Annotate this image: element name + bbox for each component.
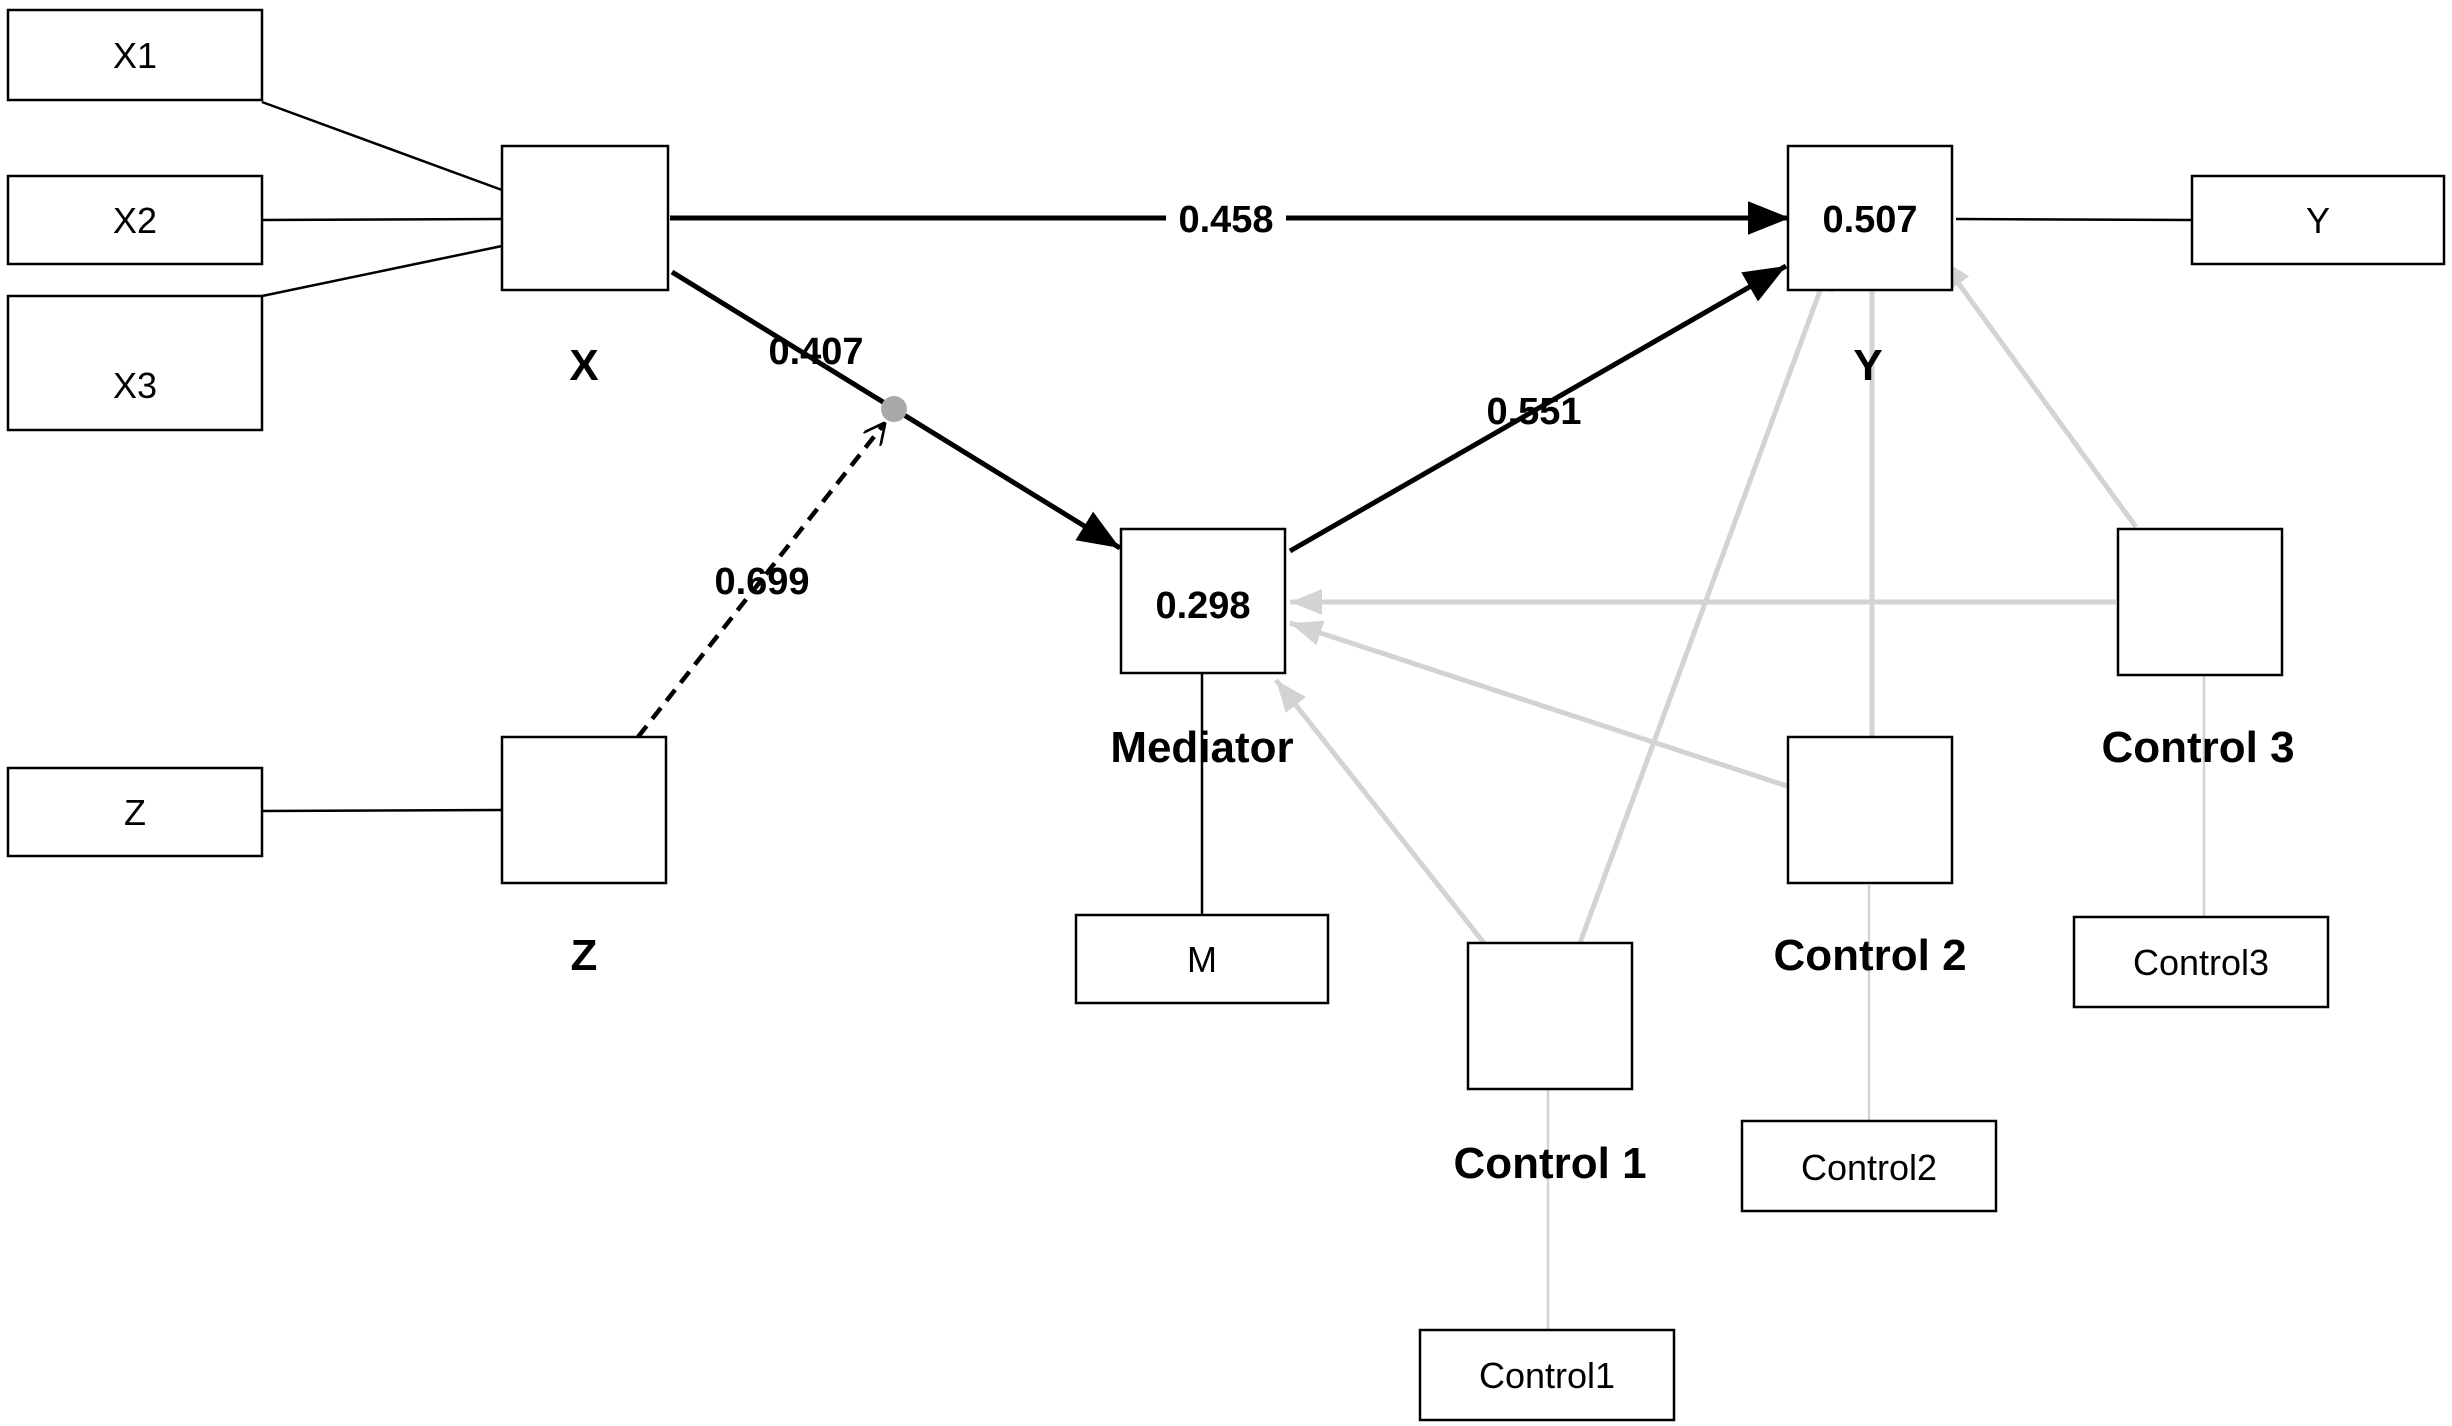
control-paths <box>1274 256 2139 945</box>
construct-mediator: 0.298 Mediator <box>1110 527 1294 772</box>
indicator-label: Z <box>124 792 146 833</box>
indicator-y: Y <box>2190 174 2446 266</box>
indicator-box <box>6 294 264 432</box>
indicator-box <box>6 766 264 858</box>
construct-r2: 0.298 <box>1155 585 1250 627</box>
construct-label: Control 2 <box>1773 931 1966 980</box>
x2-connector <box>261 217 503 222</box>
indicator-box <box>2190 174 2446 266</box>
construct-control2: Control 2 <box>1773 735 1967 980</box>
construct-label: Y <box>1853 341 1882 390</box>
indicator-label: Control3 <box>2133 942 2269 983</box>
construct-label: Z <box>571 931 598 980</box>
construct-box <box>1786 144 1954 292</box>
construct-r2: 0.507 <box>1822 199 1917 241</box>
construct-box <box>1466 941 1634 1091</box>
construct-z: Z <box>500 735 668 980</box>
construct-x: X <box>500 144 670 390</box>
coefficient-labels: 0.458 0.407 0.551 0.699 <box>714 195 1582 603</box>
indicator-label: X1 <box>113 35 157 76</box>
indicator-control2: Control2 <box>1740 1119 1998 1213</box>
x-to-y-coefficient: 0.458 <box>1178 199 1273 241</box>
indicator-box <box>6 8 264 102</box>
mediator-to-y-coefficient: 0.551 <box>1486 391 1581 433</box>
indicator-label: Y <box>2306 200 2330 241</box>
control1-to-mediator-path <box>1274 678 1486 945</box>
indicator-box <box>2072 915 2330 1009</box>
indicator-z: Z <box>6 766 264 858</box>
indicator-connectors <box>261 100 2206 1330</box>
construct-box <box>500 144 670 292</box>
control2-to-mediator-path <box>1289 620 1791 790</box>
x1-connector <box>261 100 503 192</box>
x-to-mediator-coefficient: 0.407 <box>768 331 863 373</box>
construct-label: X <box>569 341 598 390</box>
construct-label: Control 1 <box>1453 1139 1646 1188</box>
indicator-label: Control1 <box>1479 1355 1615 1396</box>
moderation-coefficient: 0.699 <box>714 561 809 603</box>
indicator-label: X3 <box>113 365 157 406</box>
indicator-label: M <box>1187 939 1217 980</box>
construct-box <box>500 735 668 885</box>
indicator-label: X2 <box>113 200 157 241</box>
z-connector <box>261 808 503 813</box>
construct-label: Mediator <box>1110 723 1293 772</box>
indicator-box <box>1418 1328 1676 1422</box>
construct-box <box>2116 527 2284 677</box>
construct-y: 0.507 Y <box>1786 144 1954 390</box>
moderation-path <box>636 424 884 739</box>
indicator-box <box>1074 913 1330 1005</box>
indicator-x2: X2 <box>6 174 264 266</box>
x3-connector <box>261 244 503 298</box>
indicator-control3: Control3 <box>2072 915 2330 1009</box>
construct-control3: Control 3 <box>2101 527 2295 772</box>
indicator-box <box>1740 1119 1998 1213</box>
indicator-label: Control2 <box>1801 1147 1937 1188</box>
indicator-m: M <box>1074 913 1330 1005</box>
mediator-to-y-path <box>1288 263 1788 554</box>
y-connector <box>1955 217 2193 222</box>
indicator-box <box>6 174 264 266</box>
indicator-x1: X1 <box>6 8 264 102</box>
moderation-point <box>881 396 907 422</box>
construct-control1: Control 1 <box>1453 941 1647 1188</box>
control3-to-y-path <box>1937 256 2139 529</box>
indicator-x3: X3 <box>6 294 264 432</box>
x-to-y-label-bg <box>1166 195 1286 241</box>
indicator-control1: Control1 <box>1418 1328 1676 1422</box>
construct-box <box>1786 735 1954 885</box>
construct-label: Control 3 <box>2101 723 2294 772</box>
construct-box <box>1119 527 1287 675</box>
